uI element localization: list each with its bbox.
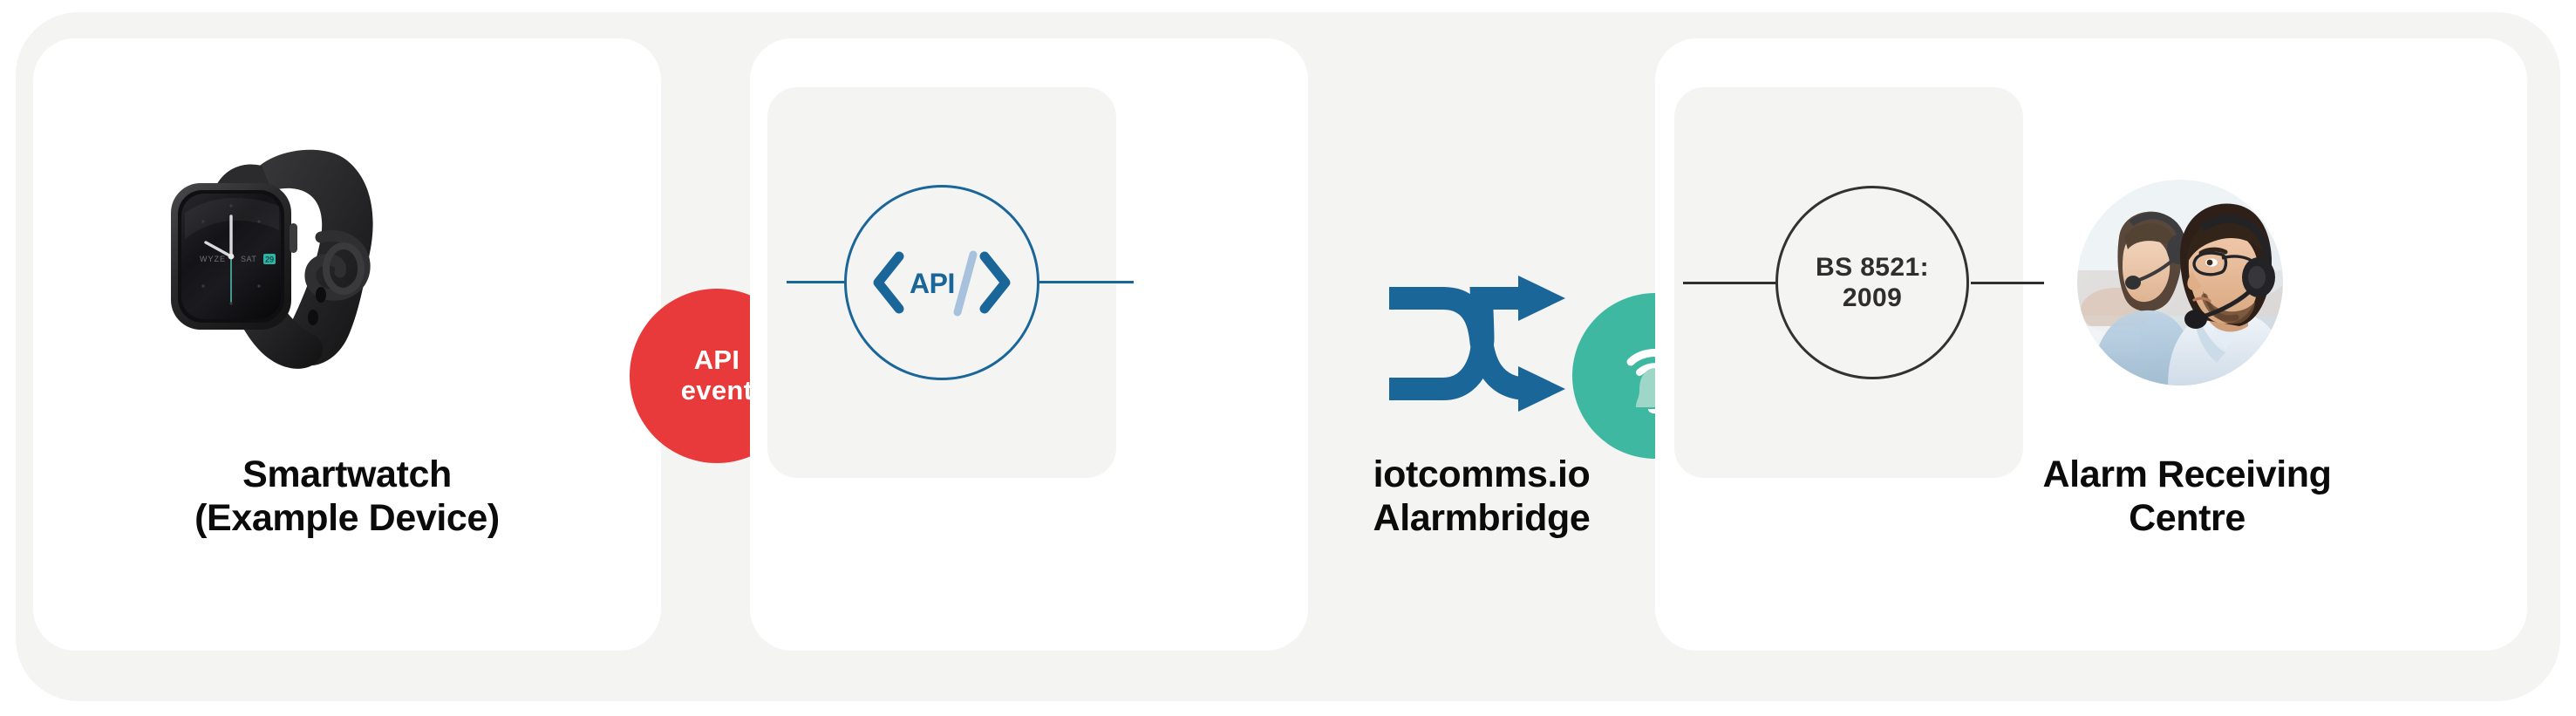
svg-text:API: API	[910, 268, 955, 299]
connector-api-to-alarmbridge	[1039, 281, 1134, 283]
card-arc-caption: Alarm Receiving Centre	[1917, 453, 2457, 541]
crossing-arrows-icon	[1389, 276, 1565, 412]
card-device-caption: Smartwatch (Example Device)	[33, 453, 661, 541]
card-device-caption-line2: (Example Device)	[194, 496, 500, 539]
code-brackets-icon: API	[873, 250, 1011, 317]
api-icon-node[interactable]: API	[844, 185, 1039, 380]
alarmbridge-caption: iotcomms.io Alarmbridge	[1308, 453, 1655, 541]
standard-label-line2: 2009	[1842, 283, 1903, 312]
svg-text:29: 29	[265, 256, 274, 264]
smartwatch-image: WYZE SAT 29	[119, 115, 467, 403]
alarmbridge-logo	[1386, 272, 1578, 415]
arc-photo	[2077, 180, 2283, 385]
card-arc: BS 8521: 2009	[1655, 38, 2527, 651]
svg-text:WYZE: WYZE	[200, 255, 226, 263]
connector-bell-to-standard	[1683, 282, 1777, 284]
card-arc-caption-line2: Centre	[2129, 496, 2245, 539]
alarmbridge-name-line1: iotcomms.io	[1373, 453, 1591, 495]
svg-text:SAT: SAT	[241, 255, 256, 263]
api-event-label-line1: API	[693, 344, 740, 376]
standard-label-line1: BS 8521:	[1816, 252, 1929, 282]
api-event-label-line2: event	[680, 375, 753, 406]
connector-standard-to-arc	[1971, 282, 2044, 284]
connector-apievent-to-api	[787, 281, 879, 283]
alarmbridge-block: iotcomms.io Alarmbridge	[1308, 38, 1655, 651]
alarmbridge-name-line2: Alarmbridge	[1373, 496, 1591, 539]
card-api: API	[750, 38, 1308, 651]
card-device-caption-line1: Smartwatch	[242, 453, 452, 495]
card-device: WYZE SAT 29 Smartwatch (Example Device)	[33, 38, 661, 651]
standard-badge[interactable]: BS 8521: 2009	[1775, 186, 1969, 379]
card-arc-caption-line1: Alarm Receiving	[2042, 453, 2332, 495]
